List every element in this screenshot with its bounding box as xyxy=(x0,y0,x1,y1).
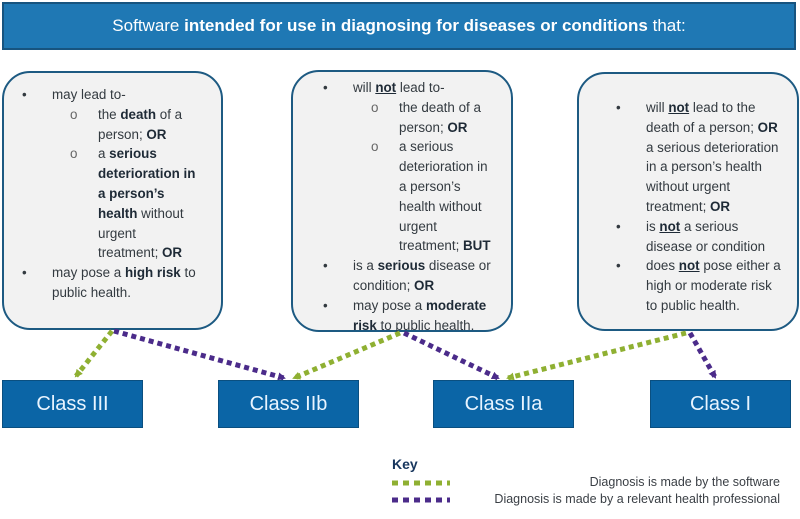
arrow-professional-to-class-iib xyxy=(113,328,286,381)
page-title: Software intended for use in diagnosing … xyxy=(2,2,796,50)
arrow-professional-to-class-i xyxy=(687,331,718,379)
class-iia-box: Class IIa xyxy=(433,380,574,428)
key-title: Key xyxy=(392,456,418,472)
arrow-software-to-class-iib xyxy=(292,330,401,381)
arrow-software-to-class-iia xyxy=(506,330,687,381)
key-professional-label: Diagnosis is made by a relevant health p… xyxy=(494,492,780,506)
title-pre: Software xyxy=(112,16,185,35)
title-post: that: xyxy=(647,16,686,35)
arrow-professional-to-class-iia xyxy=(402,330,500,381)
title-bold: intended for use in diagnosing for disea… xyxy=(184,16,648,35)
key-software-label: Diagnosis is made by the software xyxy=(589,475,780,489)
class-iib-box: Class IIb xyxy=(218,380,359,428)
class-i-box: Class I xyxy=(650,380,791,428)
arrow-software-to-class-iii xyxy=(74,329,114,378)
class-iii-box: Class III xyxy=(2,380,143,428)
